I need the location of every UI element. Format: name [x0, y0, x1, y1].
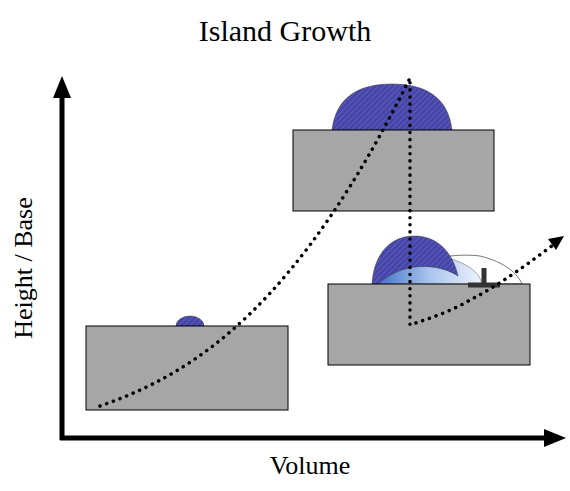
- y-axis-label: Height / Base: [9, 197, 39, 339]
- diagram-title: Island Growth: [0, 14, 570, 48]
- x-axis-label: Volume: [270, 451, 350, 481]
